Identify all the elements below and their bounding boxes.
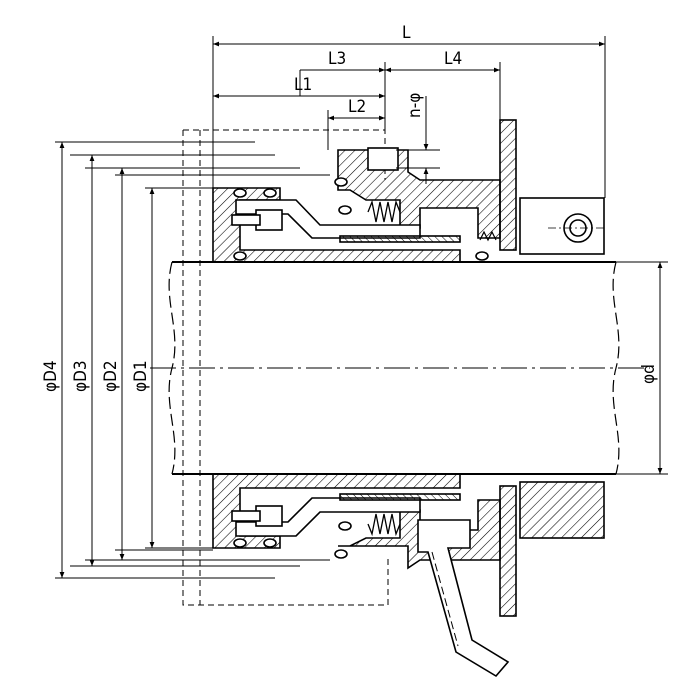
label-n-phi: n-φ: [405, 93, 425, 118]
label-phi-d: φd: [639, 364, 659, 384]
label-L4: L4: [444, 49, 462, 69]
label-phi-D1: φD1: [131, 360, 151, 392]
seal-lower-half: [212, 473, 605, 678]
label-L2: L2: [348, 97, 366, 117]
label-phi-D2: φD2: [101, 360, 121, 392]
seal-upper-half: [212, 119, 605, 263]
label-L: L: [402, 23, 411, 43]
label-phi-D4: φD4: [41, 360, 61, 392]
label-L3: L3: [328, 49, 346, 69]
horizontal-dimensions: [212, 36, 606, 198]
label-phi-D3: φD3: [71, 360, 91, 392]
label-L1: L1: [294, 75, 312, 95]
vertical-dimensions: [55, 141, 668, 579]
